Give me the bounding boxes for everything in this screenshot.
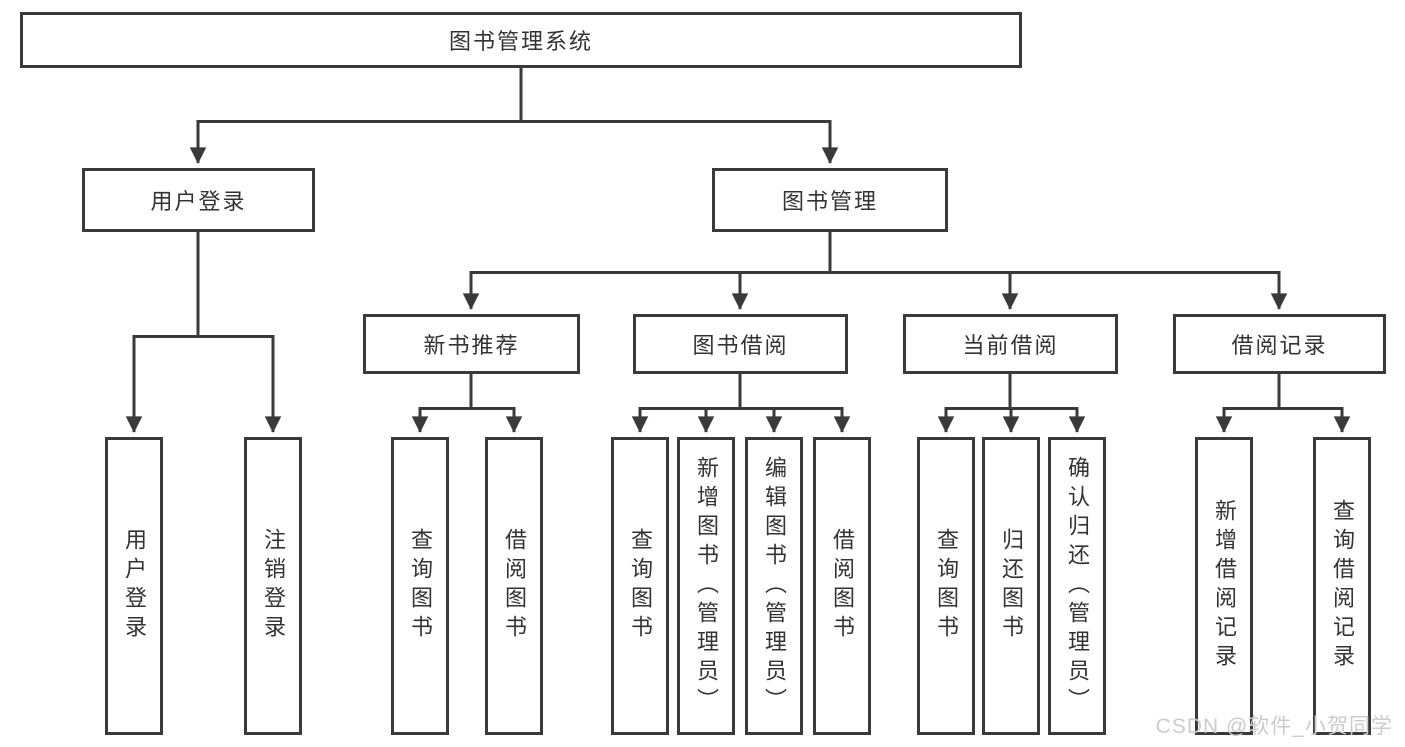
node-book-management: 图书管理: [712, 168, 948, 232]
leaf-user-login: 用户登录: [105, 437, 163, 735]
node-user-login: 用户登录: [82, 168, 315, 232]
leaf-query-borrow-record: 查询借阅记录: [1313, 437, 1371, 735]
node-borrow-records: 借阅记录: [1173, 314, 1386, 374]
node-new-book-recommend: 新书推荐: [363, 314, 580, 374]
leaf-borrow-books: 借阅图书: [813, 437, 871, 735]
leaf-edit-books-admin: 编辑图书（管理员）: [745, 437, 803, 735]
leaf-query-books-new: 查询图书: [391, 437, 449, 735]
leaf-query-books-borrow: 查询图书: [611, 437, 669, 735]
leaf-confirm-return-admin: 确认归还（管理员）: [1048, 437, 1106, 735]
leaf-logout: 注销登录: [244, 437, 302, 735]
leaf-add-books-admin: 新增图书（管理员）: [677, 437, 735, 735]
leaf-borrow-books-new: 借阅图书: [485, 437, 543, 735]
csdn-watermark: CSDN @软件_小贺同学: [1155, 715, 1393, 738]
leaf-return-books: 归还图书: [982, 437, 1040, 735]
node-current-borrowing: 当前借阅: [903, 314, 1118, 374]
leaf-query-books-current: 查询图书: [917, 437, 975, 735]
leaf-add-borrow-record: 新增借阅记录: [1195, 437, 1253, 735]
node-root-system: 图书管理系统: [20, 12, 1022, 68]
node-book-borrowing: 图书借阅: [633, 314, 848, 374]
